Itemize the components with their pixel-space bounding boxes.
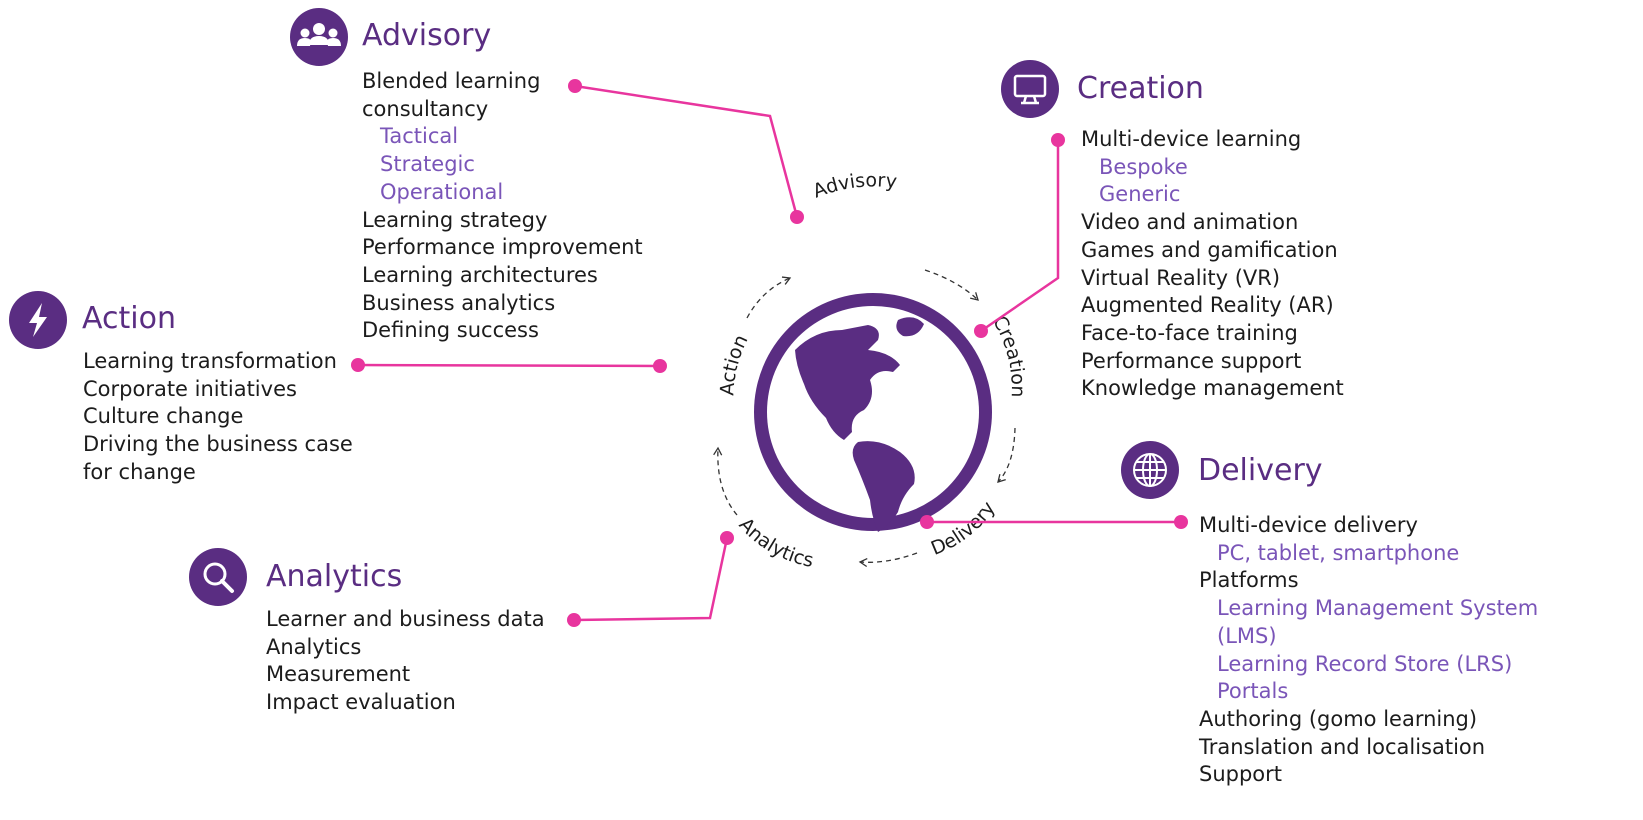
list-item: Business analytics [362,290,556,315]
monitor-icon [1001,60,1059,118]
list-item: Performance support [1081,348,1302,373]
sub-list-item: Generic [1099,182,1181,207]
sub-list-item: Bespoke [1099,154,1188,179]
list-item: Driving the business case [83,432,353,457]
arrow-action-to-advisory [746,276,792,319]
sub-list-item: Tactical [380,124,459,149]
list-item: Measurement [266,662,411,687]
connector-dot [790,210,804,224]
sub-list-item: Operational [380,179,504,204]
ring-label-analytics: Analytics [735,514,816,572]
sub-list-item: Strategic [380,152,475,177]
arrow-analytics-to-action [713,446,738,516]
connector-dot [653,359,667,373]
sub-list-item: Learning Management System [1217,596,1539,621]
arrow-advisory-to-creation [924,269,979,301]
connector-dot [567,613,581,627]
list-item: Learning architectures [362,262,598,287]
list-item: Augmented Reality (AR) [1081,293,1334,318]
list-item: for change [83,459,196,484]
connector-dot [568,79,582,93]
magnifier-icon [189,548,247,606]
connector-analytics [573,537,729,622]
connectors [357,84,1181,622]
list-item: Culture change [83,404,244,429]
list-item: Corporate initiatives [83,376,297,401]
list-item: Impact evaluation [266,690,456,715]
sub-list-item: Learning Record Store (LRS) [1217,651,1513,676]
ring-label-action: Action [716,331,752,396]
ring-label-creation: Creation [988,312,1029,398]
lightning-bolt-icon [9,291,67,349]
list-item: Face-to-face training [1081,320,1298,345]
list-item: Platforms [1199,568,1299,593]
list-item: Defining success [362,318,539,343]
list-item: Support [1199,762,1283,787]
section-title-advisory: Advisory [362,18,492,53]
list-item: Virtual Reality (VR) [1081,265,1281,290]
connector-dot [920,515,934,529]
list-item: consultancy [362,96,489,121]
section-title-analytics: Analytics [266,559,403,594]
connector-dots [351,79,1188,627]
connector-dot [1174,515,1188,529]
group-people-icon [290,8,348,66]
web-globe-icon [1121,441,1179,499]
list-item: Learner and business data [266,607,545,631]
connector-creation [980,140,1060,333]
list-item: Learning transformation [83,349,337,373]
section-title-action: Action [82,301,176,336]
list-item: Translation and localisation [1199,734,1486,759]
section-title-delivery: Delivery [1198,453,1323,488]
arrow-creation-to-delivery [997,427,1016,483]
list-item: Analytics [266,634,362,659]
section-title-creation: Creation [1077,71,1204,106]
list-item: Knowledge management [1081,376,1344,401]
ring-label-advisory: Advisory [810,169,898,202]
connector-action [357,363,661,368]
connector-dot [974,324,988,338]
list-item: Authoring (gomo learning) [1199,706,1478,731]
list-item: Performance improvement [362,235,643,260]
list-item: Multi-device learning [1081,127,1302,151]
connector-dot [351,358,365,372]
list-item: Games and gamification [1081,237,1338,262]
connector-dot [1051,133,1065,147]
globe-icon [754,293,992,532]
list-item: Learning strategy [362,207,548,232]
connector-dot [720,531,734,545]
sub-list-item: (LMS) [1217,623,1277,648]
cycle-arrows [713,269,1016,568]
sub-list-item: PC, tablet, smartphone [1217,540,1460,565]
sub-list-item: Portals [1217,679,1289,704]
list-item: Blended learning [362,69,541,93]
arrow-delivery-to-analytics [858,552,918,568]
connector-advisory [574,84,799,218]
list-item: Video and animation [1081,210,1299,235]
list-item: Multi-device delivery [1199,513,1418,537]
